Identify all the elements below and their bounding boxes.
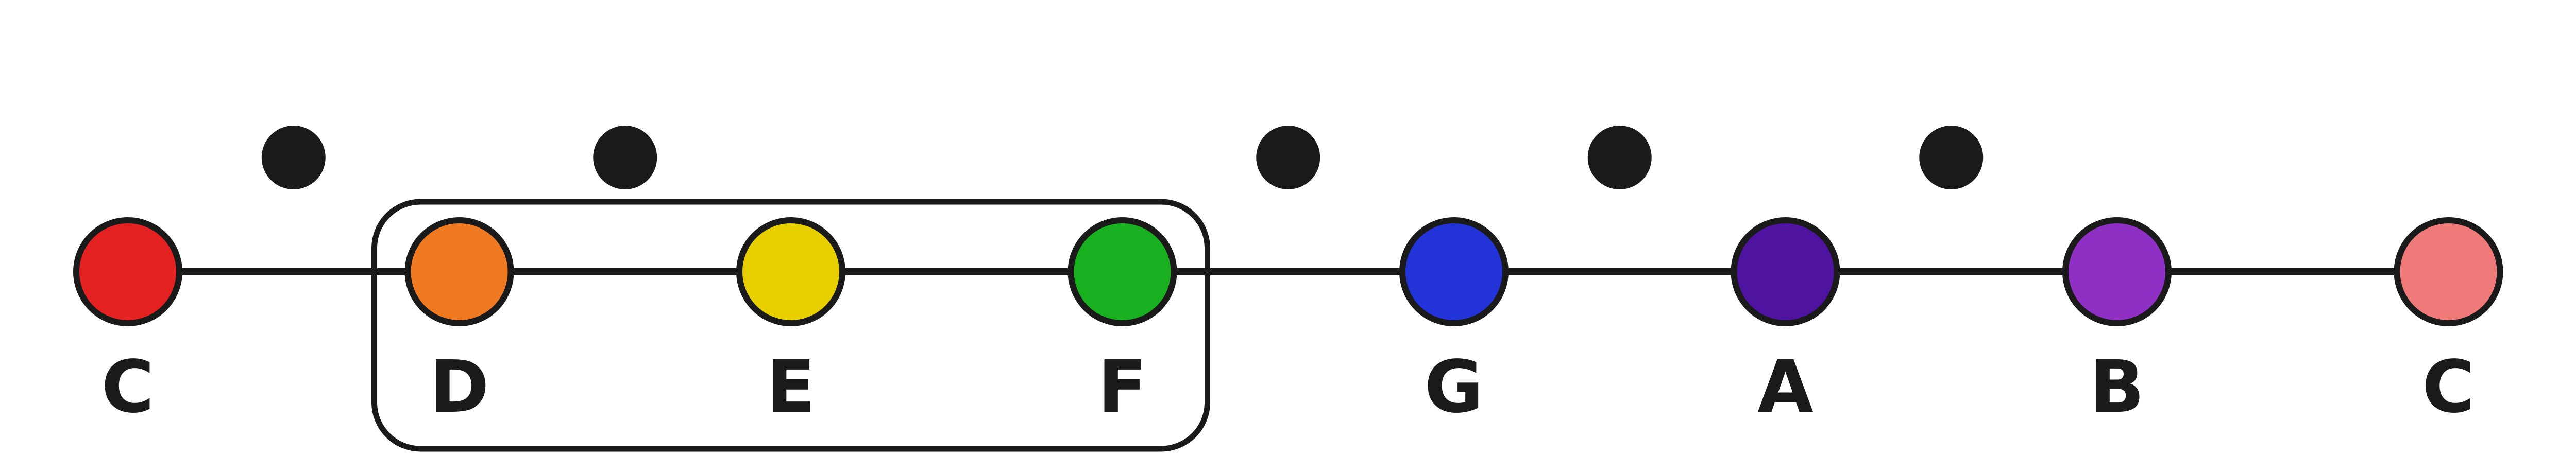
accidental-dot-5 [1919, 126, 1984, 189]
note-label-d: D [429, 345, 489, 429]
note-label-c-low: C [101, 345, 155, 429]
accidental-dots [261, 126, 1984, 189]
note-circle-d [404, 217, 514, 326]
note-circle-e [736, 217, 845, 326]
highlight-group-box [371, 199, 1210, 452]
accidental-dot-2 [593, 126, 657, 189]
note-circles [73, 217, 2503, 326]
note-label-e: E [766, 345, 816, 429]
note-circle-c-low [73, 217, 182, 326]
note-label-b: B [2090, 345, 2145, 429]
note-circle-f [1067, 217, 1177, 326]
note-label-c-high: C [2422, 345, 2475, 429]
note-circle-g [1399, 217, 1509, 326]
note-label-f: F [1098, 345, 1147, 429]
note-labels: C D E F G A B C [101, 345, 2475, 429]
accidental-dot-3 [1256, 126, 1320, 189]
note-circle-b [2062, 217, 2172, 326]
accidental-dot-1 [261, 126, 326, 189]
note-label-g: G [1425, 345, 1484, 429]
accidental-dot-4 [1587, 126, 1652, 189]
note-circle-a [1731, 217, 1840, 326]
note-label-a: A [1757, 345, 1813, 429]
note-circle-c-high [2394, 217, 2503, 326]
